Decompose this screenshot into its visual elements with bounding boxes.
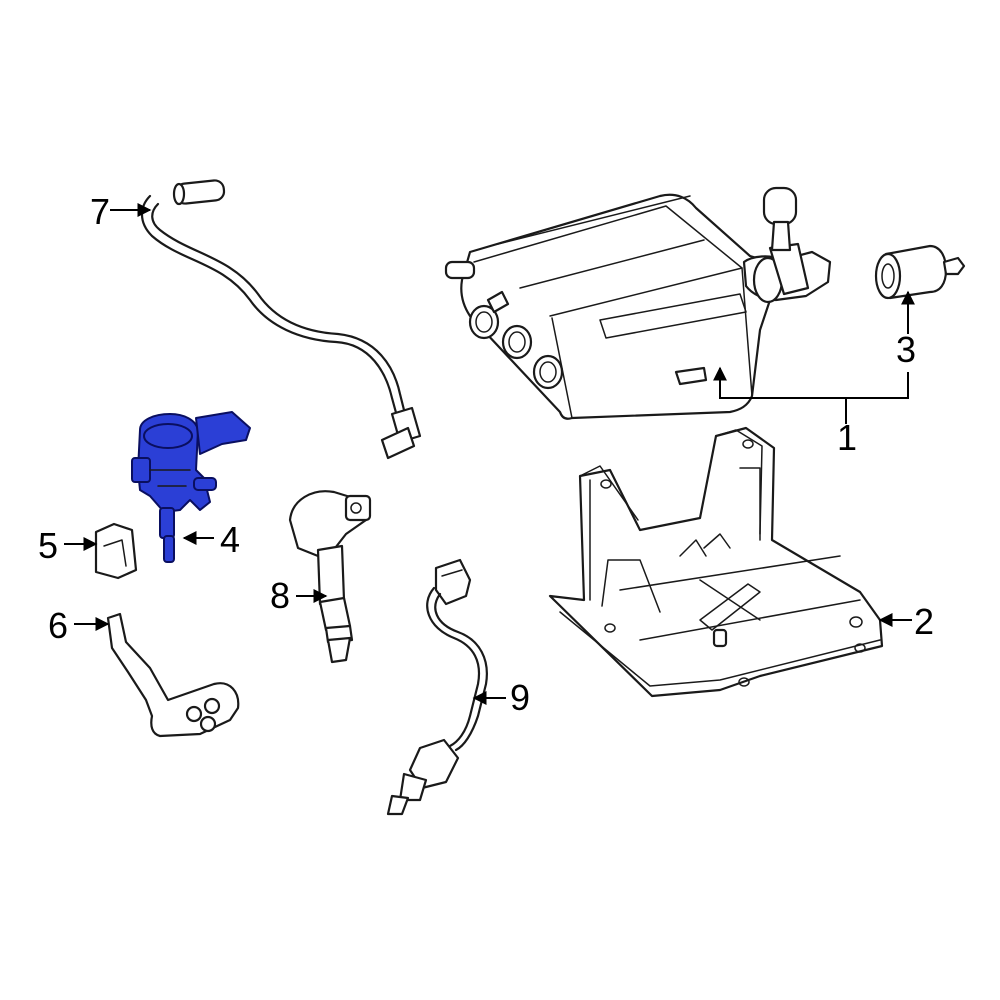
leader-1 [713,366,847,424]
part-6-bracket[interactable] [106,612,240,738]
part-2-canister-bracket[interactable] [548,426,884,698]
callout-6[interactable]: 6 [48,605,68,646]
valve-cap [143,423,193,449]
callout-1[interactable]: 1 [837,417,857,458]
part-3-filter[interactable] [874,244,966,300]
part-7-vent-hose[interactable] [140,179,422,460]
callout-2[interactable]: 2 [914,601,934,642]
valve-tab [131,457,151,483]
part-1-charcoal-canister[interactable] [444,186,832,420]
part-9-oxygen-sensor[interactable] [386,558,488,816]
valve-side-port [193,477,217,491]
part-4-purge-valve[interactable] [131,411,251,563]
callout-9[interactable]: 9 [510,677,530,718]
callout-4[interactable]: 4 [220,519,240,560]
callout-labels: 7 1 3 2 4 5 6 8 9 [38,191,934,718]
valve-stem [159,507,175,539]
valve-connector [195,411,251,455]
callout-3[interactable]: 3 [896,329,916,370]
callout-5[interactable]: 5 [38,525,58,566]
valve-nozzle [163,535,175,563]
leader-lines [64,203,915,705]
part-8-oxygen-sensor[interactable] [288,490,372,664]
part-5-grommet[interactable] [94,522,138,580]
leader-1b [846,372,909,399]
callout-7[interactable]: 7 [90,191,110,232]
callout-8[interactable]: 8 [270,575,290,616]
